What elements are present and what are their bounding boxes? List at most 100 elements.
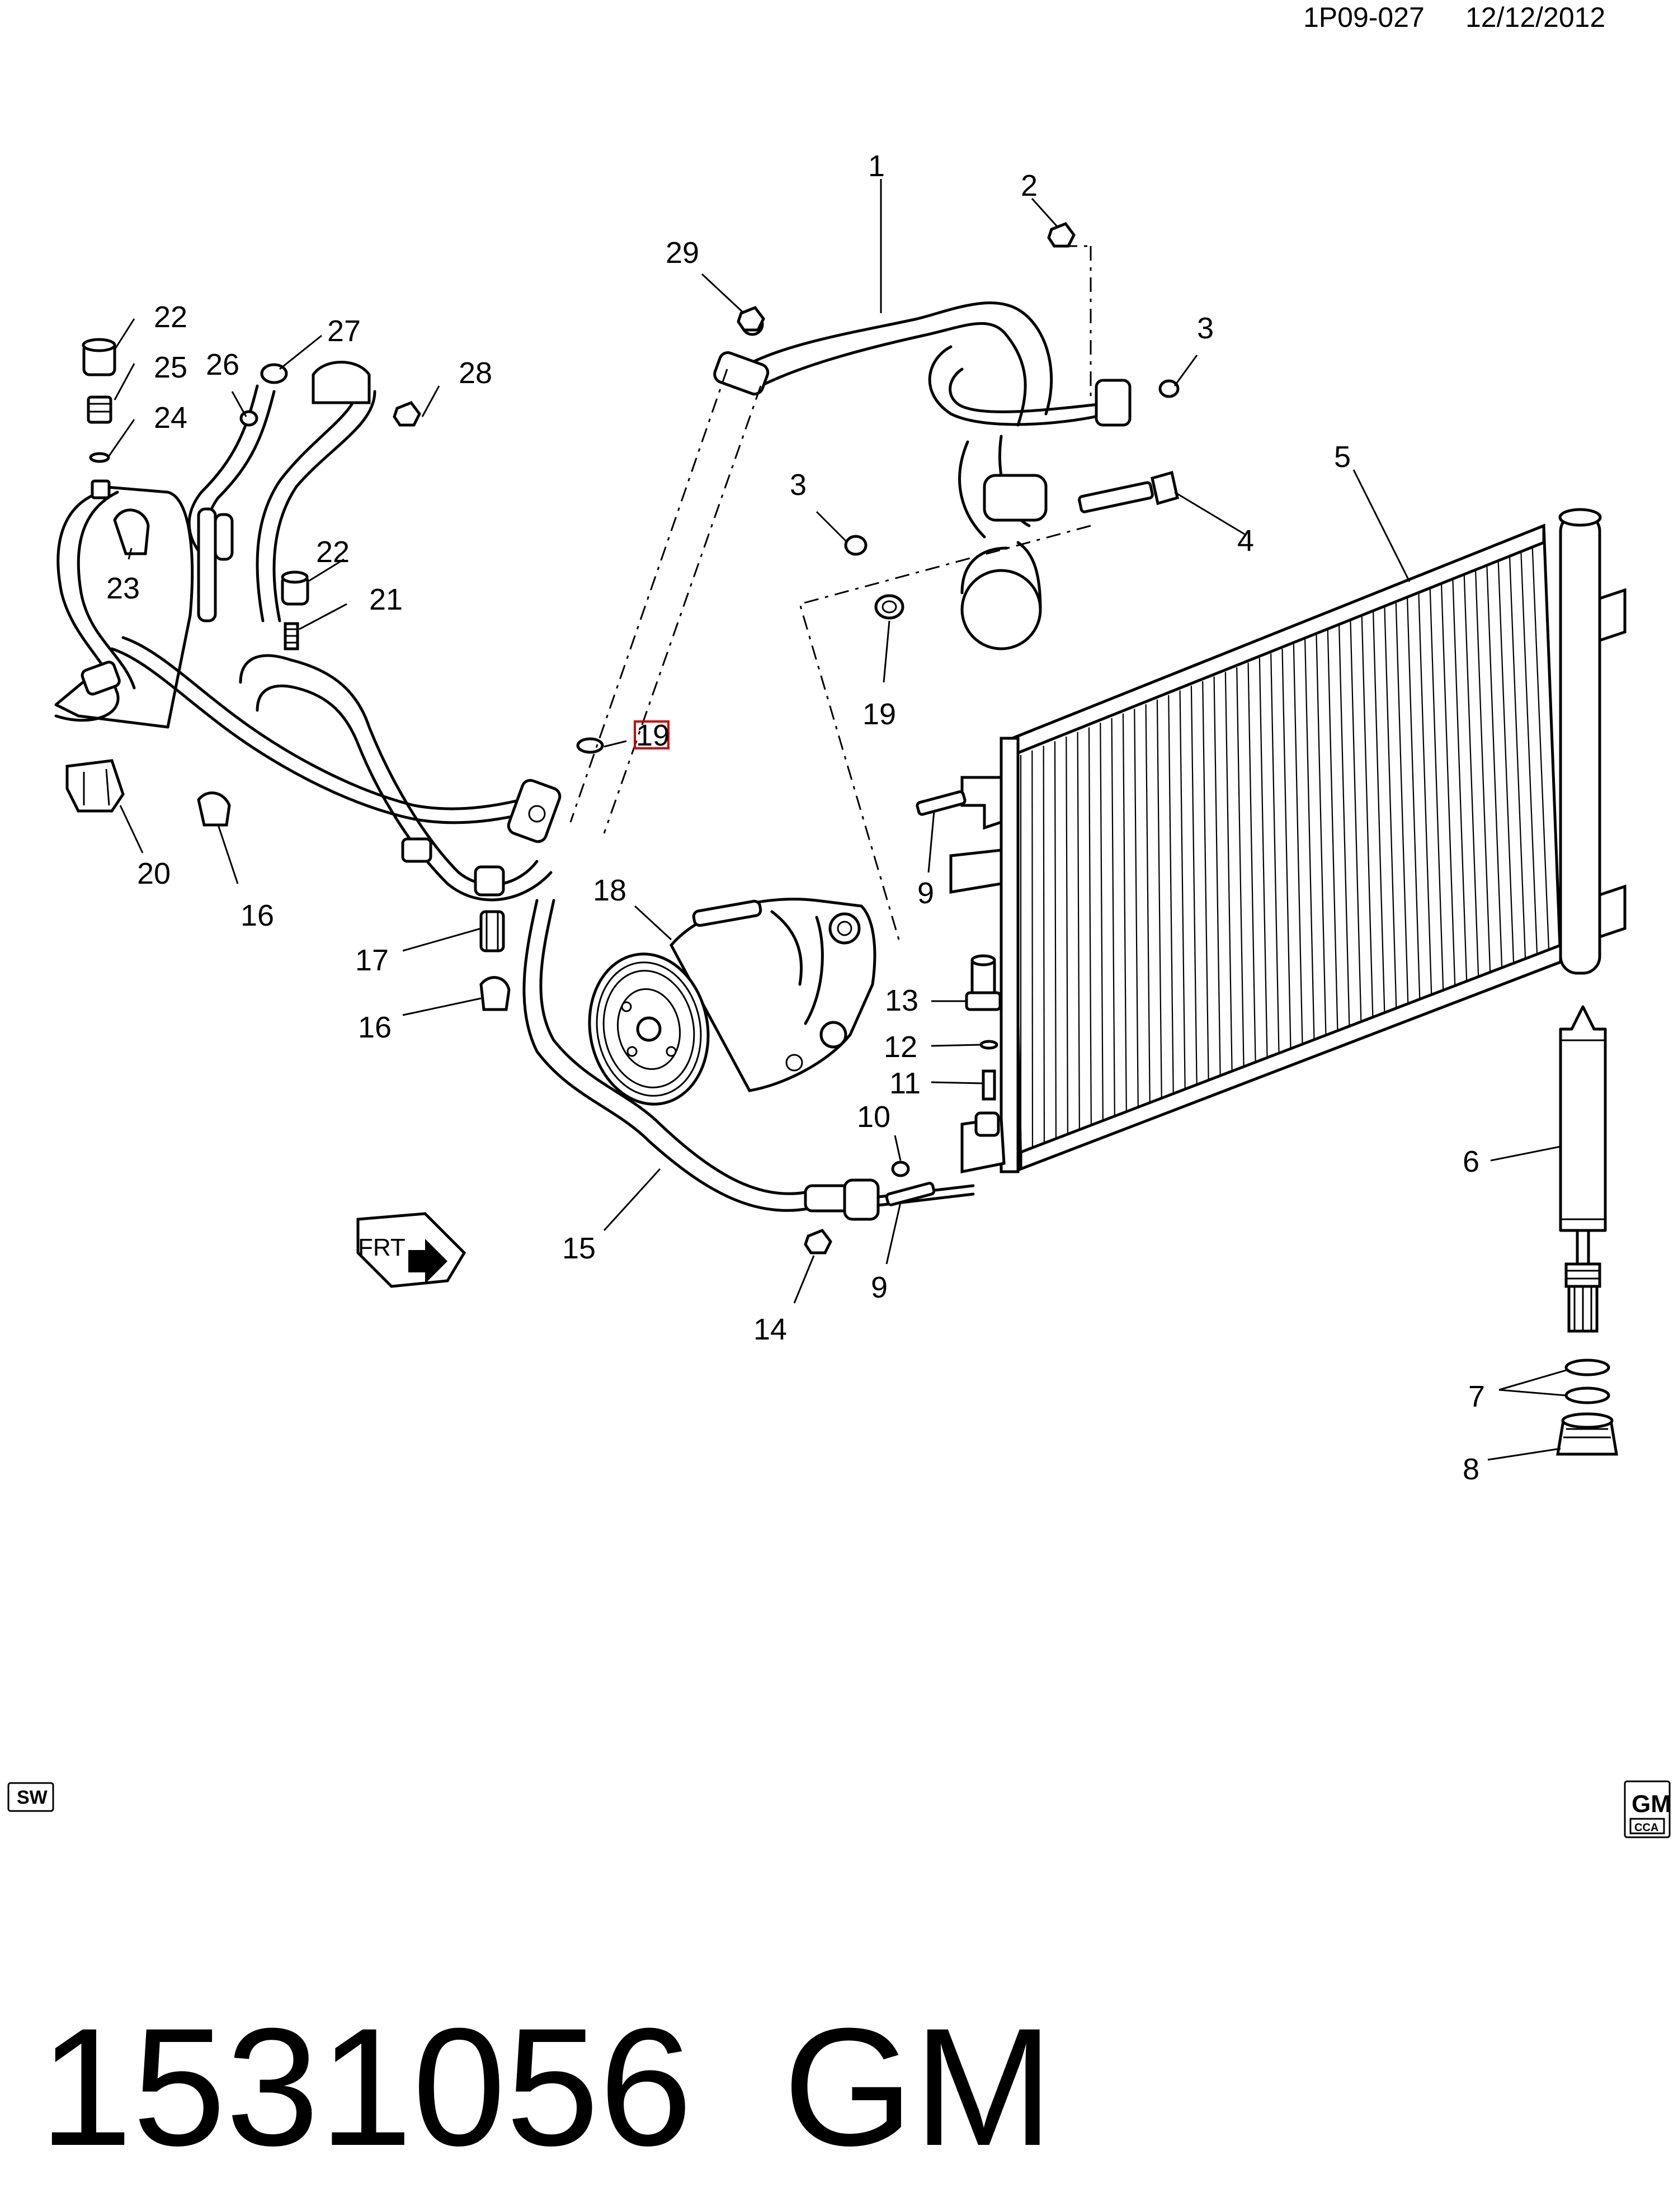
callout-13: 13 bbox=[885, 984, 918, 1017]
receiver-dryer bbox=[1556, 1005, 1618, 1456]
callout-20: 20 bbox=[137, 857, 171, 890]
condenser-fin bbox=[1384, 607, 1397, 1008]
callout-18: 18 bbox=[593, 874, 626, 907]
callout-22b: 22 bbox=[316, 535, 350, 569]
callout-17: 17 bbox=[355, 944, 389, 977]
callout-23: 23 bbox=[106, 572, 140, 605]
callout-11: 11 bbox=[889, 1067, 921, 1100]
condenser bbox=[949, 508, 1627, 1173]
callout-24: 24 bbox=[154, 401, 187, 435]
callout-29: 29 bbox=[666, 236, 699, 270]
condenser-fin bbox=[1486, 565, 1503, 968]
condenser-fin bbox=[1474, 570, 1491, 973]
diagram-code: 1P09-027 bbox=[1303, 2, 1425, 33]
condenser-fin bbox=[1213, 676, 1221, 1076]
condenser-fin bbox=[1463, 574, 1479, 977]
condenser-fin bbox=[1134, 709, 1139, 1107]
condenser-fin bbox=[1202, 681, 1209, 1081]
condenser-fin bbox=[1293, 644, 1303, 1044]
callout-9b: 9 bbox=[871, 1271, 888, 1304]
gm-cca-badge: GM CCA bbox=[1624, 1780, 1671, 1838]
condenser-fin bbox=[1236, 667, 1245, 1067]
condenser-fin bbox=[1077, 732, 1080, 1130]
condenser-fin bbox=[1156, 699, 1162, 1098]
condenser-fins bbox=[1020, 542, 1562, 1152]
callout-15: 15 bbox=[562, 1232, 596, 1265]
condenser-fin bbox=[1304, 639, 1315, 1040]
callout-2: 2 bbox=[1021, 169, 1038, 202]
condenser-fin bbox=[1281, 648, 1292, 1049]
left-hose-assembly bbox=[54, 338, 562, 1011]
callout-28: 28 bbox=[459, 356, 492, 390]
condenser-fin bbox=[1497, 561, 1515, 964]
condenser-fin bbox=[1031, 750, 1034, 1148]
condenser-fin bbox=[1122, 713, 1127, 1112]
condenser-fin bbox=[1054, 741, 1057, 1139]
callout-10: 10 bbox=[857, 1100, 890, 1134]
callout-19a: 19 bbox=[636, 719, 670, 752]
condenser-fin bbox=[1361, 616, 1374, 1017]
condenser-fin bbox=[1066, 736, 1069, 1134]
o-ring-upper bbox=[1564, 1359, 1610, 1376]
small-parts bbox=[576, 221, 1180, 1254]
brand-name: GM bbox=[783, 1993, 1053, 2181]
callout-26: 26 bbox=[206, 348, 239, 381]
callout-7: 7 bbox=[1468, 1380, 1485, 1413]
condenser-fin bbox=[1100, 723, 1104, 1121]
condenser-fin bbox=[1270, 653, 1280, 1054]
callout-6: 6 bbox=[1463, 1145, 1479, 1178]
condenser-fin bbox=[1179, 690, 1186, 1090]
condenser-fin bbox=[1373, 611, 1385, 1013]
guide-line-c bbox=[799, 525, 1091, 946]
suction-hose bbox=[713, 301, 1179, 650]
svg-text:SW: SW bbox=[17, 1787, 48, 1808]
condenser-fin bbox=[1168, 695, 1174, 1094]
condenser-fin bbox=[1520, 551, 1538, 955]
condenser-fin bbox=[1429, 588, 1444, 991]
condenser-fin bbox=[1224, 672, 1233, 1072]
callout-27: 27 bbox=[327, 314, 361, 348]
guide-line-a bbox=[569, 369, 728, 823]
callout-16a: 16 bbox=[241, 899, 274, 932]
condenser-fin bbox=[1406, 598, 1421, 999]
condenser-fin bbox=[1418, 593, 1432, 995]
sw-badge: SW bbox=[7, 1782, 54, 1812]
part-number: 1531056 bbox=[39, 1993, 692, 2181]
callout-4: 4 bbox=[1237, 524, 1254, 558]
condenser-fin bbox=[1543, 542, 1562, 946]
callout-3a: 3 bbox=[1197, 312, 1214, 345]
liquid-line bbox=[522, 899, 975, 1221]
compressor bbox=[588, 898, 876, 1106]
callout-3b: 3 bbox=[790, 468, 807, 502]
leader-lines bbox=[108, 179, 1567, 1461]
condenser-fin bbox=[1088, 727, 1092, 1125]
front-arrow-icon bbox=[356, 1212, 466, 1288]
guide-line-b bbox=[603, 385, 762, 834]
callout-14: 14 bbox=[753, 1313, 787, 1346]
condenser-fin bbox=[1111, 718, 1115, 1116]
callout-1: 1 bbox=[868, 149, 885, 183]
callout-19a-highlighted: 19 bbox=[634, 719, 670, 752]
callout-19b: 19 bbox=[862, 697, 896, 731]
condenser-fin bbox=[1190, 686, 1198, 1085]
condenser-fin bbox=[1145, 704, 1151, 1103]
callout-8: 8 bbox=[1463, 1452, 1479, 1486]
condenser-fin bbox=[1258, 658, 1268, 1058]
front-direction-marker: FRT bbox=[356, 1212, 466, 1288]
callout-labels: 1 2 3 3 4 5 6 7 8 9 9 10 11 12 13 14 15 … bbox=[106, 149, 1485, 1486]
condenser-fin bbox=[1509, 556, 1526, 959]
condenser-fin bbox=[1452, 579, 1468, 982]
callout-25: 25 bbox=[154, 351, 187, 384]
callout-22a: 22 bbox=[154, 300, 187, 334]
condenser-fin bbox=[1327, 630, 1338, 1031]
callout-12: 12 bbox=[884, 1030, 917, 1064]
condenser-fin bbox=[1440, 584, 1456, 986]
callout-5: 5 bbox=[1334, 440, 1351, 474]
o-ring-lower bbox=[1564, 1386, 1610, 1404]
svg-text:GM: GM bbox=[1632, 1790, 1671, 1818]
condenser-fin bbox=[1395, 602, 1409, 1004]
diagram-date: 12/12/2012 bbox=[1465, 2, 1605, 33]
svg-text:CCA: CCA bbox=[1634, 1822, 1658, 1834]
callout-16b: 16 bbox=[358, 1011, 392, 1044]
callout-9a: 9 bbox=[917, 876, 934, 910]
